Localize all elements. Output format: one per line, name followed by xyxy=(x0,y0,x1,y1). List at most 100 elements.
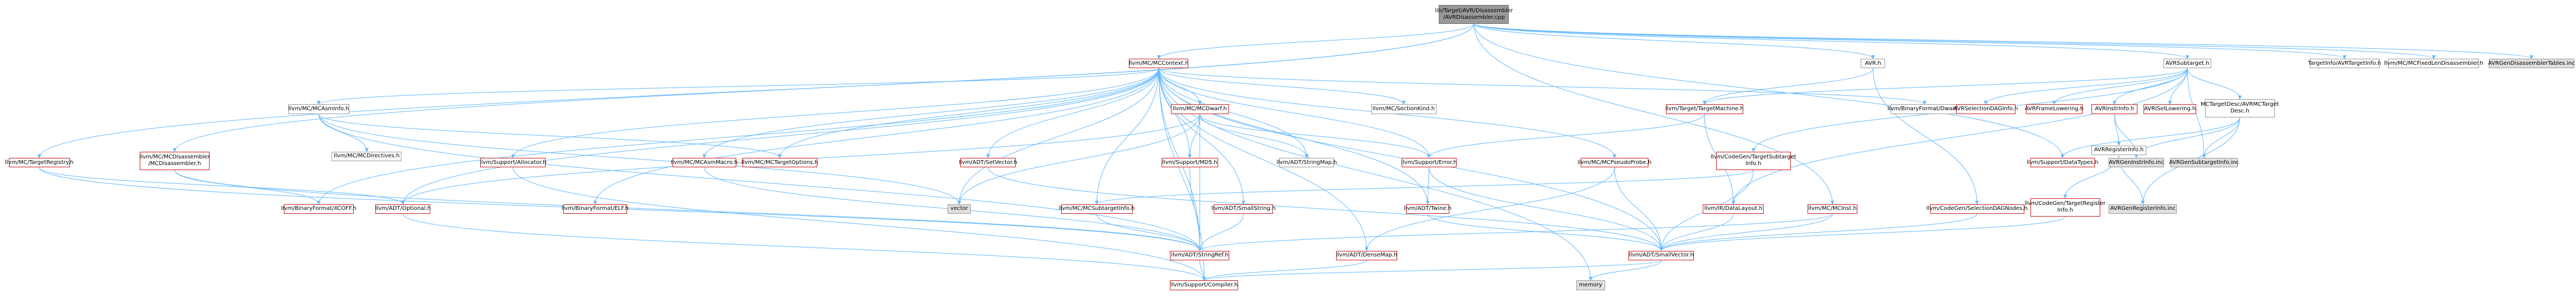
node-mc-subtargetinfo[interactable]: llvm/MC/MCSubtargetInfo.h xyxy=(1059,204,1135,214)
edge-avr-h-to-codegen-selectiondagnodes xyxy=(1872,68,1979,205)
edge-mc-mccontext-to-adt-densemap xyxy=(1158,68,1369,251)
node-ir-datalayout[interactable]: llvm/IR/DataLayout.h xyxy=(1703,204,1764,214)
node-mc-pseudoprobe[interactable]: llvm/MC/MCPseudoProbe.h xyxy=(1577,157,1652,168)
edge-codegen-targetsubtarget-to-mc-subtargetinfo xyxy=(1094,169,1754,205)
node-target-registry[interactable]: llvm/MC/TargetRegistry.h xyxy=(5,157,74,168)
edge-adt-smallvector-to-memory xyxy=(1589,260,1662,281)
node-vector[interactable]: vector xyxy=(947,204,971,214)
edge-mc-mcinst-to-adt-smallvector xyxy=(1659,213,1833,251)
node-avr-frame-lowering[interactable]: AVRFrameLowering.h xyxy=(2025,104,2084,114)
node-adt-stringref[interactable]: llvm/ADT/StringRef.h xyxy=(1170,250,1230,260)
edge-adt-smallstring-to-adt-stringref xyxy=(1198,214,1244,251)
node-avr-gen-subtargetinfo[interactable]: AVRGenSubtargetInfo.inc xyxy=(2169,157,2239,168)
edge-mc-mccontext-to-support-compiler xyxy=(1158,68,1206,281)
edge-root-avrdisassembler-cpp-to-avr-h xyxy=(1473,23,1875,59)
node-avr-selectiondag-info[interactable]: AVRSelectionDAGInfo.h xyxy=(1953,104,2018,114)
edge-mc-mccontext-to-support-allocator xyxy=(511,68,1159,158)
edge-mc-asminfo-to-vector xyxy=(318,114,961,205)
node-avr-instr-info[interactable]: AVRInstrInfo.h xyxy=(2091,104,2138,114)
node-target-info[interactable]: TargetInfo/AVRTargetInfo.h xyxy=(2308,59,2381,69)
edge-mc-mccontext-to-mc-subtargetinfo xyxy=(1094,68,1159,205)
node-codegen-selectiondagnodes[interactable]: llvm/CodeGen/SelectionDAGNodes.h xyxy=(1926,204,2028,214)
edge-mc-dwarf-to-support-md5 xyxy=(1188,114,1200,158)
edge-mc-asminfo-to-mc-targetoptions xyxy=(318,114,782,158)
edge-mc-mccontext-to-adt-smallstring xyxy=(1158,68,1246,205)
node-root-avrdisassembler-cpp[interactable]: lib/Target/AVR/Disassembler /AVRDisassem… xyxy=(1435,5,1513,24)
edge-target-machine-to-support-error xyxy=(1427,114,1705,158)
edge-mc-mccontext-to-support-error xyxy=(1158,68,1431,158)
edge-codegen-targetregister-to-adt-smallvector xyxy=(1659,216,2066,251)
node-avr-gen-disassembler-tables[interactable]: AVRGenDisassemblerTables.inc xyxy=(2488,59,2575,69)
node-avr-h[interactable]: AVR.h xyxy=(1861,59,1886,69)
edge-adt-setvector-to-adt-smallvector xyxy=(987,167,1663,251)
node-memory[interactable]: memory xyxy=(1576,280,1605,290)
node-avr-registerinfo[interactable]: AVRRegisterInfo.h xyxy=(2091,145,2147,156)
edge-adt-twine-to-adt-smallvector xyxy=(1427,213,1663,251)
node-adt-densemap[interactable]: llvm/ADT/DenseMap.h xyxy=(1336,250,1397,260)
edge-ir-datalayout-to-adt-smallvector xyxy=(1659,214,1734,251)
edge-root-avrdisassembler-cpp-to-avr-gen-disassembler-tables xyxy=(1473,23,2533,59)
node-binary-dwarf[interactable]: llvm/BinaryFormat/Dwarf.h xyxy=(1887,104,1962,114)
edge-adt-densemap-to-support-compiler xyxy=(1202,260,1367,281)
edges xyxy=(37,23,2533,281)
node-binary-elf[interactable]: llvm/BinaryFormat/ELF.h xyxy=(562,204,629,214)
node-avr-gen-registerinfo[interactable]: AVRGenRegisterInfo.inc xyxy=(2109,204,2177,214)
edge-mc-mccontext-to-mc-dwarf xyxy=(1158,68,1202,105)
edge-adt-smallvector-to-support-compiler xyxy=(1202,260,1662,281)
node-codegen-targetsubtarget[interactable]: llvm/CodeGen/TargetSubtarget Info.h xyxy=(1710,151,1796,170)
node-mc-directives[interactable]: llvm/MC/MCDirectives.h xyxy=(332,151,402,162)
edge-avr-subtarget-to-avr-instr-info xyxy=(2112,68,2188,105)
node-mc-mcinst[interactable]: llvm/MC/MCInst.h xyxy=(1808,204,1857,214)
edge-mc-mccontext-to-binary-xcoff xyxy=(317,68,1159,205)
edge-mc-disassembler-to-adt-stringref xyxy=(174,169,1202,251)
edge-mc-mccontext-to-mc-asminfo xyxy=(317,68,1159,105)
edge-root-avrdisassembler-cpp-to-mc-fixedlen-disassembler xyxy=(1473,23,2436,59)
edge-mc-mccontext-to-adt-stringmap xyxy=(1158,68,1309,158)
node-target-machine[interactable]: llvm/Target/TargetMachine.h xyxy=(1666,104,1744,114)
node-adt-twine[interactable]: llvm/ADT/Twine.h xyxy=(1404,204,1452,214)
node-support-allocator[interactable]: llvm/Support/Allocator.h xyxy=(480,157,546,168)
node-mc-mccontext[interactable]: llvm/MC/MCContext.h xyxy=(1129,59,1189,69)
edge-root-avrdisassembler-cpp-to-avr-subtarget xyxy=(1473,23,2190,59)
edge-support-md5-to-adt-stringref xyxy=(1189,167,1202,251)
node-mc-sectionkind[interactable]: llvm/MC/SectionKind.h xyxy=(1371,104,1437,114)
node-mc-disassembler[interactable]: llvm/MC/MCDisassembler /MCDisassembler.h xyxy=(140,151,210,170)
node-avr-isel-lowering[interactable]: AVRISelLowering.h xyxy=(2144,104,2196,114)
node-adt-smallvector[interactable]: llvm/ADT/SmallVector.h xyxy=(1628,250,1694,260)
node-avr-gen-instrinfo[interactable]: AVRGenInstrInfo.inc xyxy=(2109,157,2164,168)
edge-mc-pseudoprobe-to-adt-smallvector xyxy=(1614,167,1663,251)
node-codegen-targetregister[interactable]: llvm/CodeGen/TargetRegister Info.h xyxy=(2025,198,2106,217)
node-mc-target-desc[interactable]: MCTargetDesc/AVRMCTarget Desc.h xyxy=(2201,99,2279,118)
node-mc-asmmacro[interactable]: llvm/MC/MCAsmMacro.h xyxy=(671,157,737,168)
edge-support-error-to-adt-smallvector xyxy=(1428,167,1663,251)
edge-target-registry-to-adt-optional xyxy=(39,167,405,205)
node-binary-xcoff[interactable]: llvm/BinaryFormat/XCOFF.h xyxy=(281,204,357,214)
edge-support-allocator-to-support-compiler xyxy=(512,167,1206,281)
edge-mc-mccontext-to-adt-optional xyxy=(401,68,1159,205)
edge-mc-asminfo-to-adt-stringref xyxy=(318,114,1202,251)
edge-mc-mccontext-to-vector xyxy=(957,68,1159,205)
node-adt-setvector[interactable]: llvm/ADT/SetVector.h xyxy=(959,157,1017,168)
edge-mc-target-desc-to-support-datatypes xyxy=(2060,117,2241,158)
node-adt-optional[interactable]: llvm/ADT/Optional.h xyxy=(375,204,431,214)
node-mc-asminfo[interactable]: llvm/MC/MCAsmInfo.h xyxy=(288,104,349,114)
edge-avr-subtarget-to-mc-target-desc xyxy=(2187,68,2242,100)
edge-root-avrdisassembler-cpp-to-target-info xyxy=(1473,23,2346,59)
edge-root-avrdisassembler-cpp-to-target-registry xyxy=(37,23,1474,158)
node-adt-smallstring[interactable]: llvm/ADT/SmallString.h xyxy=(1211,204,1276,214)
node-support-compiler[interactable]: llvm/Support/Compiler.h xyxy=(1170,280,1239,290)
edge-avr-h-to-target-machine xyxy=(1702,68,1874,105)
node-avr-subtarget[interactable]: AVRSubtarget.h xyxy=(2163,59,2212,69)
edge-mc-disassembler-to-binary-xcoff xyxy=(174,169,321,205)
node-support-datatypes[interactable]: llvm/Support/DataTypes.h xyxy=(2027,157,2098,168)
node-mc-fixedlen-disassembler[interactable]: llvm/MC/MCFixedLenDisassembler.h xyxy=(2384,59,2483,69)
node-mc-dwarf[interactable]: llvm/MC/MCDwarf.h xyxy=(1170,104,1229,114)
edge-support-error-to-adt-twine xyxy=(1426,167,1430,205)
node-adt-stringmap[interactable]: llvm/ADT/StringMap.h xyxy=(1276,157,1337,168)
edge-mc-mccontext-to-adt-setvector xyxy=(986,68,1159,158)
edge-codegen-selectiondagnodes-to-adt-smallvector xyxy=(1659,213,1978,251)
node-support-error[interactable]: llvm/Support/Error.h xyxy=(1401,157,1457,168)
node-support-md5[interactable]: llvm/Support/MD5.h xyxy=(1161,157,1218,168)
node-mc-targetoptions[interactable]: llvm/MC/MCTargetOptions.h xyxy=(741,157,818,168)
edge-mc-mccontext-to-binary-dwarf xyxy=(1158,68,1927,105)
